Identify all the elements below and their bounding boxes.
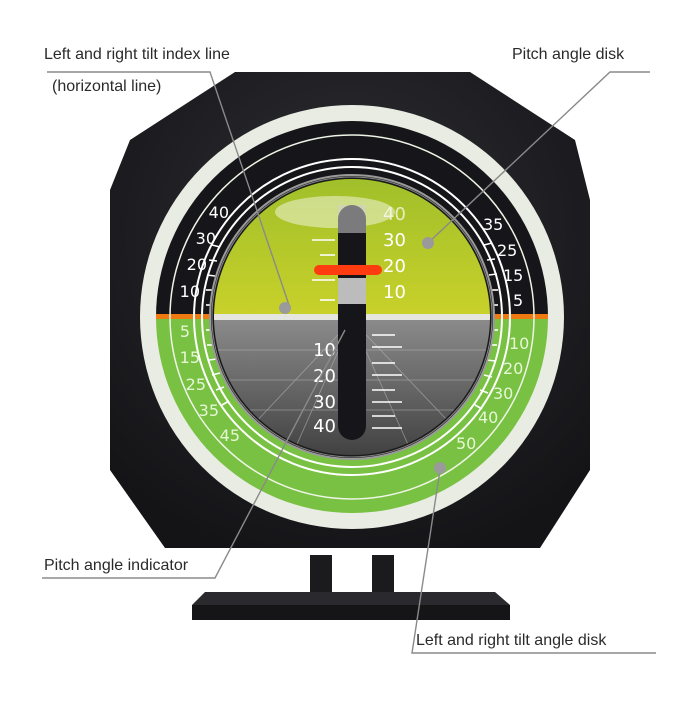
svg-text:5: 5 [180, 322, 190, 341]
svg-text:30: 30 [196, 229, 216, 248]
svg-text:5: 5 [513, 291, 523, 310]
leader-lines [42, 71, 656, 654]
svg-text:10: 10 [180, 282, 200, 301]
annotation-tilt-angle-disk: Left and right tilt angle disk [416, 632, 607, 649]
annotation-pitch-angle-indicator: Pitch angle indicator [44, 557, 189, 574]
svg-text:25: 25 [497, 241, 517, 260]
pitch-upper-scale: 40 30 20 10 [383, 204, 406, 303]
svg-text:50: 50 [456, 434, 476, 453]
svg-text:45: 45 [220, 426, 240, 445]
right-upper-scale: 35 25 15 5 [483, 215, 523, 310]
leader-dots [279, 237, 446, 474]
svg-text:40: 40 [209, 203, 229, 222]
svg-text:40: 40 [478, 408, 498, 427]
svg-text:40: 40 [383, 204, 406, 225]
left-upper-scale: 40 30 20 10 [180, 203, 229, 301]
svg-text:25: 25 [186, 375, 206, 394]
svg-text:10: 10 [509, 334, 529, 353]
svg-text:15: 15 [180, 348, 200, 367]
svg-text:20: 20 [503, 359, 523, 378]
right-lower-scale: 10 20 30 40 50 [456, 334, 529, 453]
annotation-tilt-index-line-sub: (horizontal line) [52, 78, 162, 95]
pitch-angle-indicator [338, 205, 366, 440]
pitch-lower-scale: 10 20 30 40 [313, 340, 336, 437]
svg-text:30: 30 [493, 384, 513, 403]
svg-text:20: 20 [187, 255, 207, 274]
svg-text:35: 35 [199, 401, 219, 420]
svg-text:10: 10 [313, 340, 336, 361]
svg-text:20: 20 [313, 366, 336, 387]
annotation-pitch-angle-disk: Pitch angle disk [512, 46, 625, 63]
svg-text:35: 35 [483, 215, 503, 234]
stand [192, 555, 510, 620]
svg-text:40: 40 [313, 416, 336, 437]
annotation-tilt-index-line: Left and right tilt index line [44, 46, 230, 63]
svg-text:10: 10 [383, 282, 406, 303]
pitch-indicator-needle [314, 265, 382, 275]
svg-text:20: 20 [383, 256, 406, 277]
left-lower-scale: 5 15 25 35 45 [180, 322, 240, 445]
svg-text:15: 15 [503, 266, 523, 285]
svg-text:30: 30 [383, 230, 406, 251]
svg-text:30: 30 [313, 392, 336, 413]
